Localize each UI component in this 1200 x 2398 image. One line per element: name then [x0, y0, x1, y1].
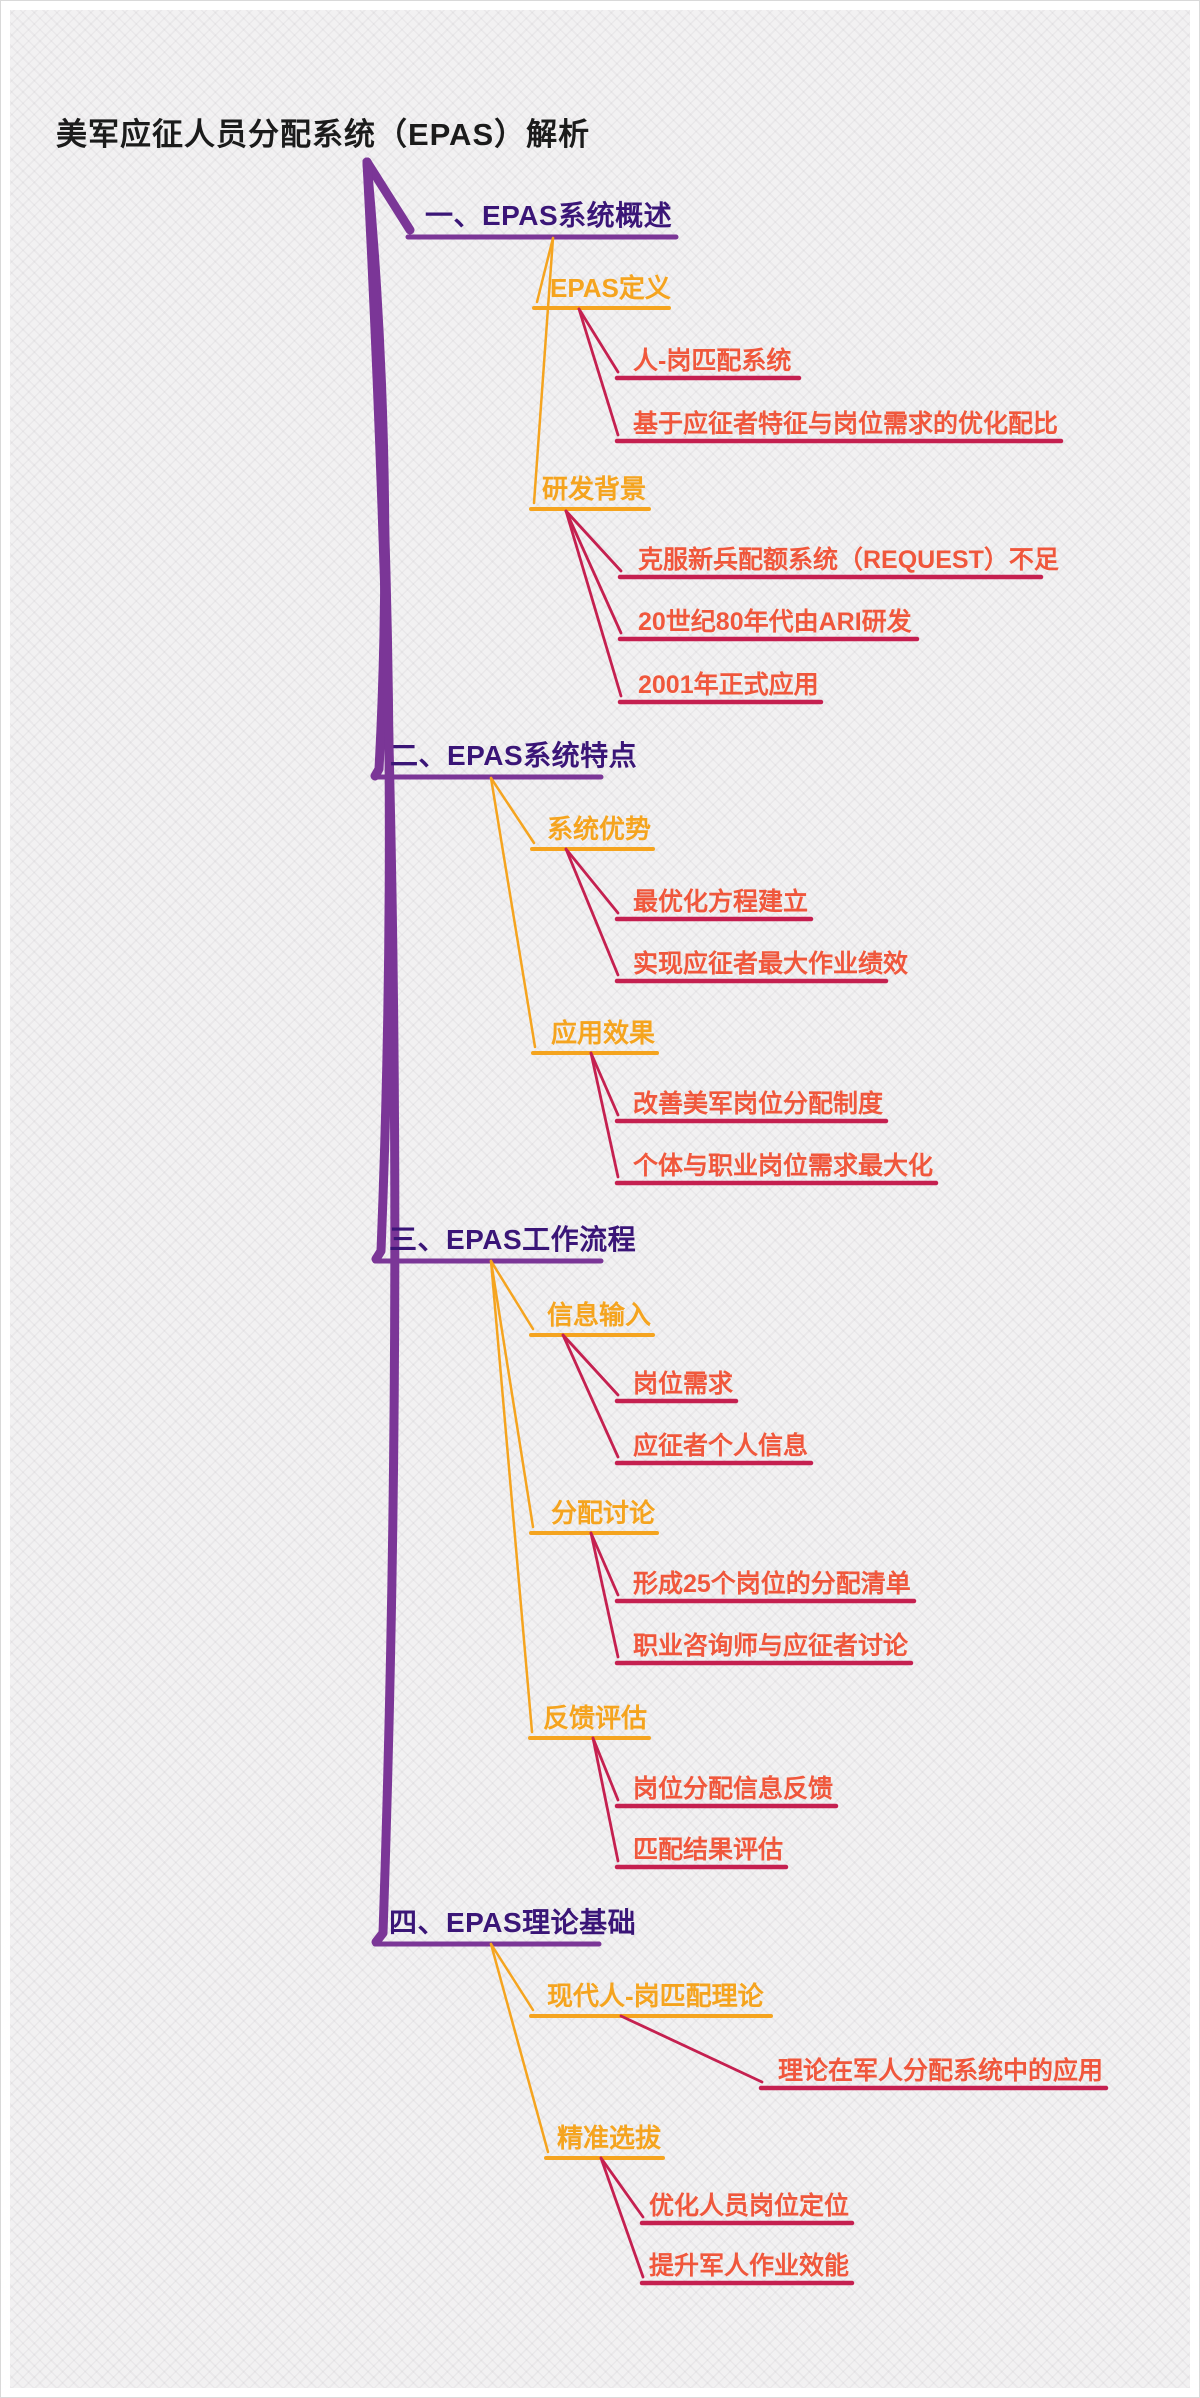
sub-node-2-2[interactable]: 应用效果	[551, 1018, 656, 1048]
branch-underlines	[372, 234, 679, 1947]
leaf-node-1-2-1[interactable]: 克服新兵配额系统（REQUEST）不足	[638, 546, 1059, 574]
leaf-underlines	[614, 375, 1109, 2286]
branch-node-3[interactable]: 三、EPAS工作流程	[389, 1224, 637, 1255]
leaf-node-1-1-1[interactable]: 人-岗匹配系统	[633, 347, 792, 375]
leaf-node-2-2-1[interactable]: 改善美军岗位分配制度	[633, 1090, 884, 1118]
leaf-node-3-3-2[interactable]: 匹配结果评估	[633, 1836, 784, 1864]
leaf-node-1-2-2[interactable]: 20世纪80年代由ARI研发	[638, 608, 912, 636]
leaf-node-2-2-2[interactable]: 个体与职业岗位需求最大化	[633, 1152, 934, 1180]
mindmap-canvas: 美军应征人员分配系统（EPAS）解析 一、EPAS系统概述 EPAS定义 人-岗…	[10, 10, 1190, 2388]
sub-node-4-1[interactable]: 现代人-岗匹配理论	[547, 1981, 764, 2011]
branch-node-4[interactable]: 四、EPAS理论基础	[389, 1907, 637, 1938]
leaf-node-3-3-1[interactable]: 岗位分配信息反馈	[633, 1775, 834, 1803]
leaf-node-3-2-2[interactable]: 职业咨询师与应征者讨论	[633, 1632, 909, 1660]
leaf-node-3-1-2[interactable]: 应征者个人信息	[633, 1432, 809, 1460]
mindmap-root-title[interactable]: 美军应征人员分配系统（EPAS）解析	[56, 117, 591, 152]
sub-underlines	[528, 306, 773, 2160]
leaf-node-1-1-2[interactable]: 基于应征者特征与岗位需求的优化配比	[633, 410, 1059, 438]
leaf-node-2-1-2[interactable]: 实现应征者最大作业绩效	[633, 950, 909, 978]
branch-node-2[interactable]: 二、EPAS系统特点	[390, 740, 638, 771]
sub-node-1-2[interactable]: 研发背景	[542, 474, 647, 504]
leaf-node-1-2-3[interactable]: 2001年正式应用	[638, 671, 819, 699]
leaf-node-4-2-1[interactable]: 优化人员岗位定位	[649, 2192, 850, 2220]
sub-connectors	[489, 236, 555, 2154]
branch-node-1[interactable]: 一、EPAS系统概述	[425, 200, 673, 231]
sub-node-1-1[interactable]: EPAS定义	[550, 273, 671, 303]
sub-node-2-1[interactable]: 系统优势	[547, 814, 652, 844]
leaf-node-3-2-1[interactable]: 形成25个岗位的分配清单	[633, 1570, 911, 1598]
leaf-node-2-1-1[interactable]: 最优化方程建立	[633, 888, 809, 916]
sub-node-3-3[interactable]: 反馈评估	[543, 1703, 648, 1733]
leaf-node-3-1-1[interactable]: 岗位需求	[633, 1370, 734, 1398]
leaf-node-4-2-2[interactable]: 提升军人作业效能	[649, 2252, 850, 2280]
sub-node-4-2[interactable]: 精准选拔	[557, 2123, 662, 2153]
trunk-lines	[362, 157, 415, 1947]
leaf-connectors	[561, 307, 764, 2279]
sub-node-3-2[interactable]: 分配讨论	[551, 1498, 656, 1528]
leaf-node-4-1-1[interactable]: 理论在军人分配系统中的应用	[778, 2057, 1104, 2085]
sub-node-3-1[interactable]: 信息输入	[547, 1300, 652, 1330]
